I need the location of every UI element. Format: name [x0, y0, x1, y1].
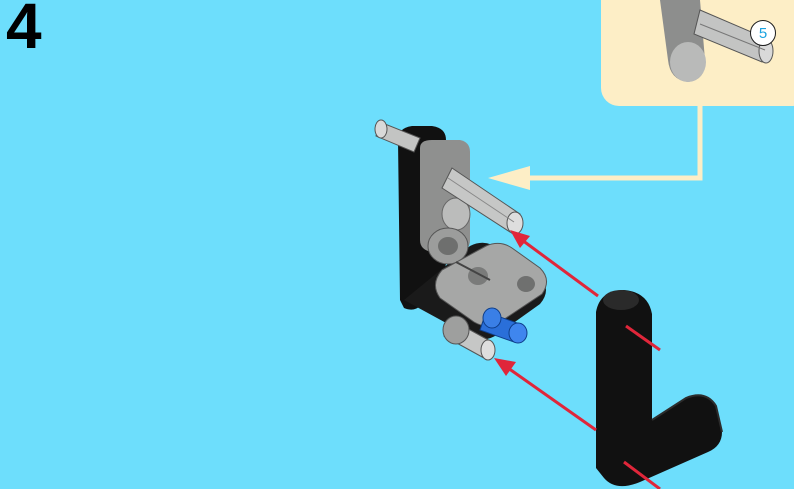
grey-connector-top	[420, 140, 470, 264]
top-left-axle	[375, 120, 420, 152]
black-l-part-new	[596, 290, 722, 486]
callout-connector-arrow	[488, 106, 700, 190]
quantity-badge: 5	[750, 20, 776, 46]
